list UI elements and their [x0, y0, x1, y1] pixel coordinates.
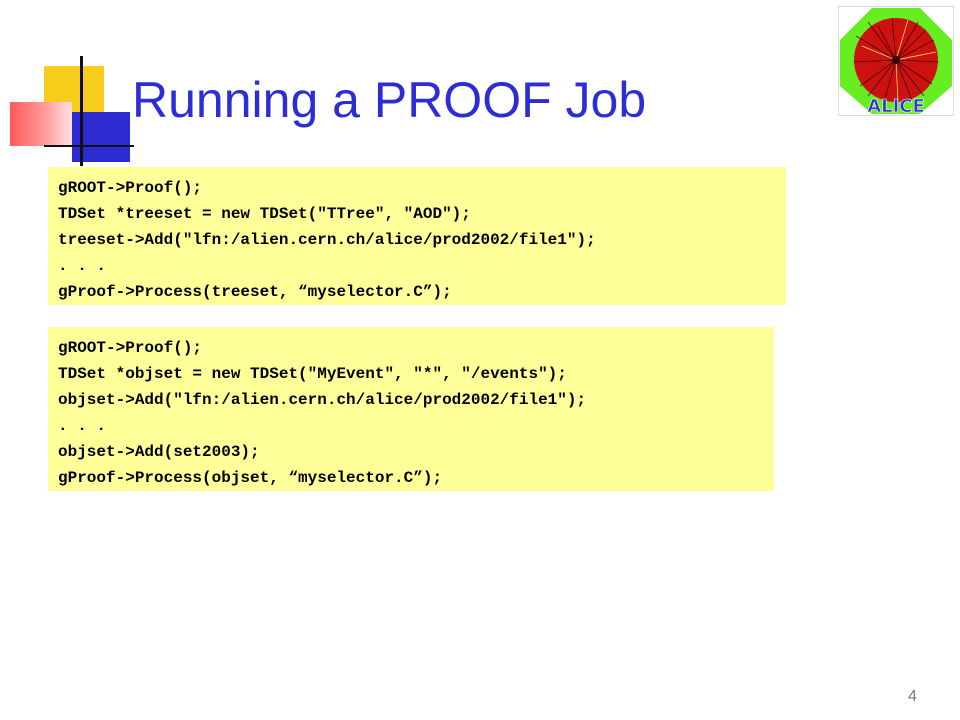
code-line: objset->Add("lfn:/alien.cern.ch/alice/pr… [58, 391, 587, 409]
decor-red-square [10, 102, 72, 146]
code-block-treeset: gROOT->Proof(); TDSet *treeset = new TDS… [48, 167, 786, 305]
logo-text: ALICE [867, 96, 925, 116]
logo-yellow-tracks [861, 19, 937, 103]
code-line: TDSet *objset = new TDSet("MyEvent", "*"… [58, 365, 567, 383]
code-line: gROOT->Proof(); [58, 339, 203, 357]
code-block-objset: gROOT->Proof(); TDSet *objset = new TDSe… [48, 327, 774, 491]
code-line: gProof->Process(treeset, “myselector.C”)… [58, 283, 452, 301]
page-number: 4 [908, 688, 917, 705]
code-line: . . . [58, 417, 107, 435]
code-line: gProof->Process(objset, “myselector.C”); [58, 469, 443, 487]
decor-horizontal-line [44, 145, 134, 147]
slide-title: Running a PROOF Job [132, 72, 647, 128]
code-line: gROOT->Proof(); [58, 179, 203, 197]
alice-logo: ALICE [838, 6, 954, 116]
code-line: . . . [58, 257, 107, 275]
logo-center [892, 56, 900, 64]
code-line: objset->Add(set2003); [58, 443, 260, 461]
code-line: TDSet *treeset = new TDSet("TTree", "AOD… [58, 205, 471, 223]
decor-vertical-line [80, 56, 83, 166]
logo-tracks [853, 17, 939, 103]
code-line: treeset->Add("lfn:/alien.cern.ch/alice/p… [58, 231, 596, 249]
